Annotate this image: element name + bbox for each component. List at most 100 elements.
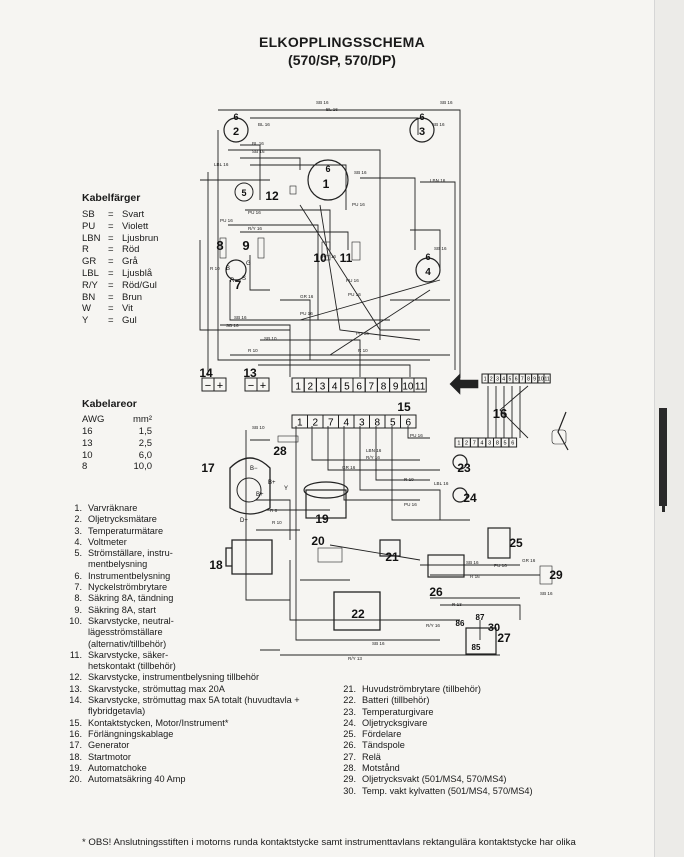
component-description: Nyckelströmbrytare <box>88 582 168 593</box>
component-number: 21. <box>343 684 356 694</box>
component-number: 7. <box>74 582 82 593</box>
wire-label: GR 16 <box>522 558 536 563</box>
connector-16-top-pin: 7 <box>521 377 524 383</box>
wire-label: BL 16 <box>326 107 338 112</box>
wire-label: PU 16 <box>248 210 261 215</box>
wire <box>343 426 420 501</box>
component-description: mentbelysning <box>88 559 148 570</box>
wire-label: SB 16 <box>252 149 265 154</box>
wire <box>256 499 291 540</box>
component-description: Oljetrycksvakt (501/MS4, 570/MS4) <box>362 774 507 785</box>
connector-15-pin: 5 <box>390 418 396 429</box>
component-description: Fördelare <box>362 729 402 740</box>
circuit-breaker-20-symbol <box>317 547 343 563</box>
generator-terminal: B− <box>250 466 258 472</box>
component-item: hetskontakt (tillbehör) <box>62 661 362 672</box>
connector-13-pin: 2 <box>308 382 314 393</box>
connector-16-top-pin: 10 <box>538 377 544 383</box>
color-name: Röd <box>122 244 140 256</box>
connector-15-pin: 6 <box>405 418 411 429</box>
wire <box>410 229 441 270</box>
connector-15-cell <box>400 414 417 429</box>
callout-label: 17 <box>201 461 215 475</box>
component-item: 6.Instrumentbelysning <box>62 571 362 582</box>
equals-sign: = <box>108 244 114 256</box>
callout-label: 27 <box>497 631 511 645</box>
callout-label: 19 <box>315 512 329 526</box>
socket-cell <box>256 377 270 392</box>
wire-label: R/Y 16 <box>248 226 262 231</box>
connector-16-top-pin: 1 <box>484 377 487 383</box>
fuse-8-symbol <box>219 237 227 259</box>
wire-label: BL 16 <box>258 122 270 127</box>
wire-label: R 10 <box>358 348 368 353</box>
wire <box>375 426 430 481</box>
equals-sign: = <box>108 220 114 232</box>
callout-label: 8 <box>216 238 223 253</box>
generator-terminal: D+ <box>240 518 248 524</box>
component-number: 8. <box>74 593 82 604</box>
color-code: R <box>82 244 89 256</box>
wire <box>499 385 529 439</box>
callout-label: 1 <box>323 177 330 191</box>
wire-paths <box>199 109 540 656</box>
choke-19-body <box>305 489 347 519</box>
component-number: 12. <box>69 672 82 683</box>
component-item: 28. Motstånd <box>336 763 636 774</box>
component-item: (alternativ/tillbehör) <box>62 639 362 650</box>
connector-16-bottom-pin: 6 <box>511 441 514 447</box>
oil-switch-29-symbol <box>539 565 553 585</box>
component-description: Motstånd <box>362 763 400 774</box>
connector-16-top-pin: 11 <box>544 377 549 383</box>
callout-label: 25 <box>509 536 523 550</box>
connector-16-top-pin: 2 <box>490 377 493 383</box>
connector-16-top-pin: 4 <box>502 377 505 383</box>
callout-label: 12 <box>265 189 279 203</box>
connector-16-top-pin: 9 <box>533 377 536 383</box>
equals-sign: = <box>108 267 114 279</box>
component-item: 7. Nyckelströmbrytare <box>62 582 362 593</box>
component-item: 5.Strömställare, instru- <box>62 548 362 559</box>
coil-26-symbol <box>427 554 465 578</box>
wire <box>240 231 349 250</box>
component-item: 19.Automatchoke <box>62 763 362 774</box>
connector-16-bottom-pin: 3 <box>488 441 491 447</box>
wire-label: SB 16 <box>540 591 553 596</box>
callout-label: 30 <box>488 622 500 634</box>
component-number: 25. <box>343 729 356 740</box>
generator-17-symbol <box>229 457 271 515</box>
footnote: * OBS! Anslutningsstiften i motorns rund… <box>82 837 576 848</box>
socket-cell <box>213 377 227 392</box>
generator-terminal: B+ <box>268 480 276 486</box>
connector-16-bottom-pin: 4 <box>480 441 483 447</box>
cable-areas-heading: Kabelareor <box>82 398 137 410</box>
component-description: Varvräknare <box>88 503 138 513</box>
fuse-9-symbol <box>257 237 265 259</box>
callout-label: 14 <box>199 366 213 380</box>
color-code: BN <box>82 291 96 303</box>
thumb-index-tick <box>662 500 665 512</box>
color-code: LBL <box>82 267 99 279</box>
component-description: Temp. vakt kylvatten (501/MS4, 570/MS4) <box>362 785 533 796</box>
equals-sign: = <box>108 279 114 291</box>
gauge-2-symbol <box>223 117 249 143</box>
connector-16-bottom-pin: 5 <box>504 441 507 447</box>
callout-label: 28 <box>273 444 287 458</box>
callout-label: 29 <box>549 568 563 582</box>
connector-13-pin: 5 <box>344 382 350 393</box>
cable-color-row: LBN=Ljusbrun <box>82 233 158 245</box>
sockets-14-13: −+−+ <box>201 377 270 392</box>
component-item: 8.Säkring 8A, tändning <box>62 593 362 604</box>
component-number: 24. <box>343 717 356 728</box>
component-item: 17.Generator <box>62 740 362 751</box>
relay-27-symbol <box>465 627 497 655</box>
cable-color-row: SB=Svart <box>82 209 158 221</box>
component-number: 28. <box>343 763 356 774</box>
component-description: hetskontakt (tillbehör) <box>88 661 176 672</box>
component-item: 3.Temperaturmätare <box>62 526 362 537</box>
callout-label: 6 <box>419 112 424 122</box>
